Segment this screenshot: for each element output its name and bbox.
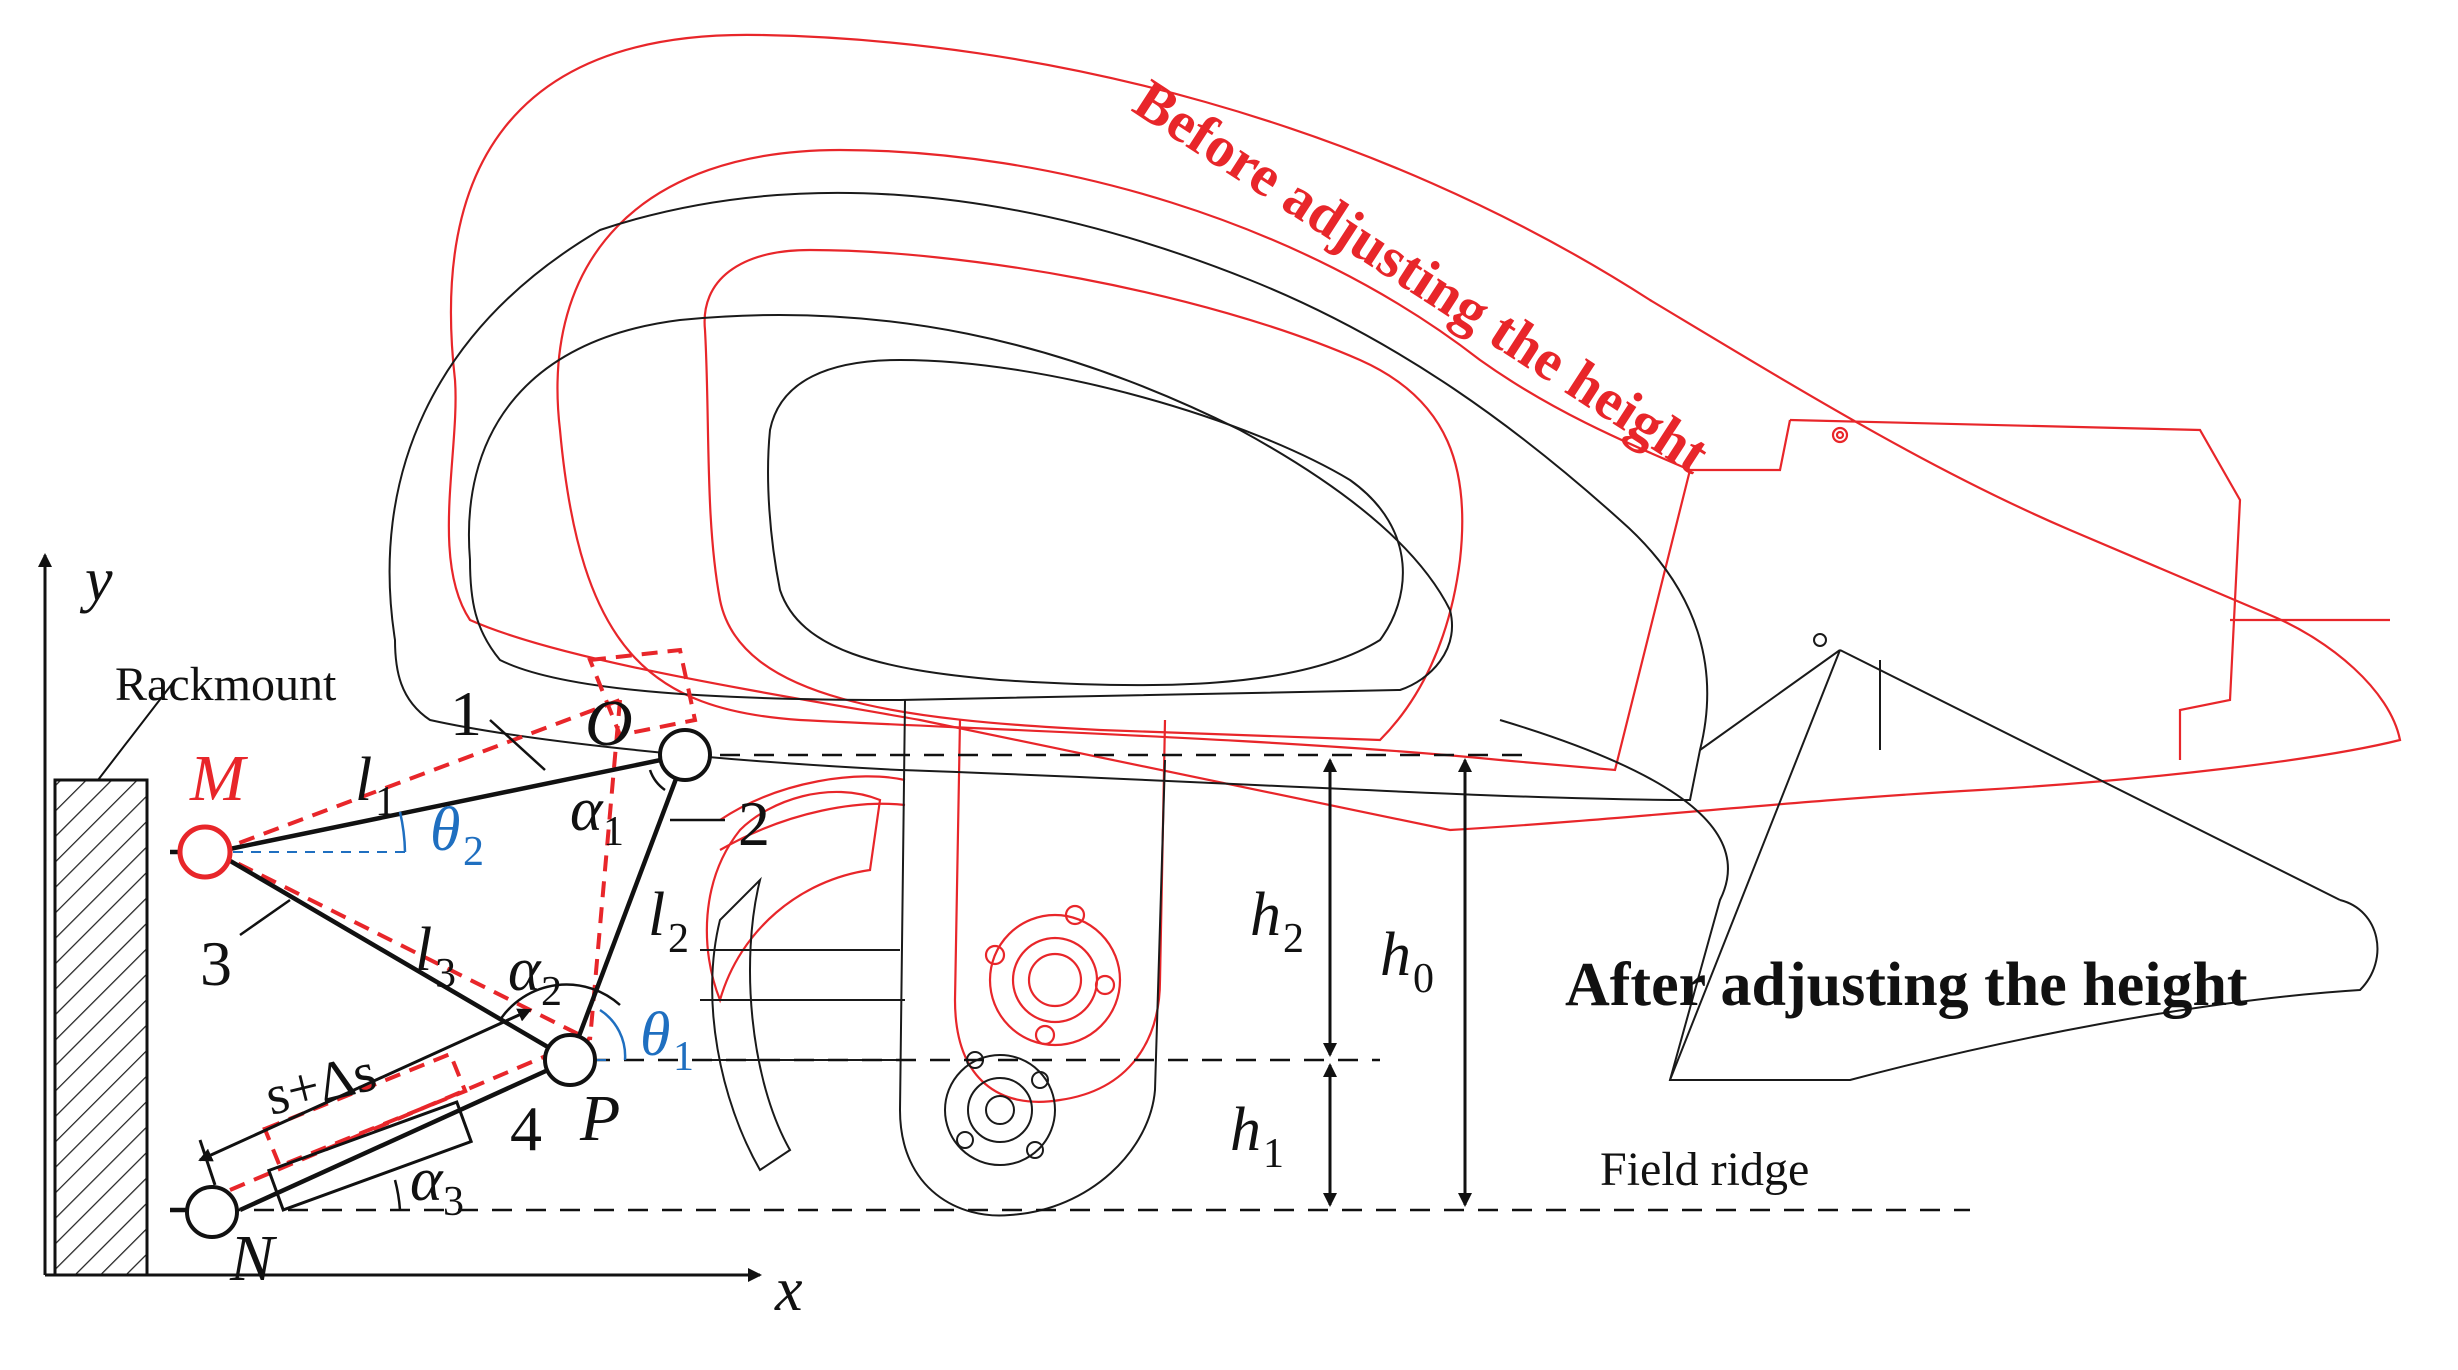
joint-O <box>658 728 712 782</box>
label-link-4: 4 <box>510 1093 542 1164</box>
leader-lines <box>239 719 725 937</box>
label-point-M: M <box>189 742 249 815</box>
label-h1: h 1 <box>1230 1096 1284 1177</box>
svg-text:3: 3 <box>443 1179 464 1225</box>
label-link-1: 1 <box>450 678 482 749</box>
label-axis-y: y <box>79 546 113 614</box>
svg-text:h: h <box>1380 921 1411 989</box>
svg-text:l: l <box>648 881 665 949</box>
label-h2: h 2 <box>1250 881 1304 962</box>
label-alpha1: α 1 <box>570 776 624 855</box>
label-rackmount: Rackmount <box>115 658 337 711</box>
svg-text:θ: θ <box>640 1001 670 1069</box>
label-before-adjusting: Before adjusting the height <box>1123 66 1722 486</box>
label-link-2: 2 <box>738 788 770 859</box>
cutter-outline-before <box>447 33 2402 1103</box>
label-axis-x: x <box>774 1256 803 1324</box>
label-point-N: N <box>229 1222 278 1295</box>
label-link-3: 3 <box>200 928 232 999</box>
svg-text:l: l <box>415 916 432 984</box>
height-dimensions <box>198 758 1472 1207</box>
label-field-ridge: Field ridge <box>1600 1143 1809 1196</box>
label-theta1: θ 1 <box>640 1001 694 1080</box>
label-alpha2: α 2 <box>508 936 562 1015</box>
label-theta2: θ 2 <box>430 796 484 875</box>
label-l2: l 2 <box>648 881 689 962</box>
svg-text:l: l <box>355 746 372 814</box>
svg-text:1: 1 <box>375 779 396 825</box>
joint-N <box>185 1185 239 1239</box>
svg-text:2: 2 <box>541 969 562 1015</box>
angle-arcs <box>393 769 666 1211</box>
label-h0: h 0 <box>1380 921 1434 1002</box>
label-l3: l 3 <box>415 916 456 997</box>
svg-text:2: 2 <box>1283 916 1304 962</box>
svg-text:1: 1 <box>673 1034 694 1080</box>
svg-text:3: 3 <box>435 951 456 997</box>
svg-text:h: h <box>1250 881 1281 949</box>
label-alpha3: α 3 <box>410 1146 464 1225</box>
svg-text:0: 0 <box>1413 956 1434 1002</box>
svg-text:α: α <box>410 1146 444 1214</box>
svg-text:2: 2 <box>463 829 484 875</box>
svg-text:1: 1 <box>603 809 624 855</box>
rackmount-block <box>53 778 149 1277</box>
label-point-P: P <box>579 1082 620 1155</box>
svg-text:α: α <box>508 936 542 1004</box>
label-l1: l 1 <box>355 746 396 825</box>
svg-text:1: 1 <box>1263 1131 1284 1177</box>
label-stroke: s+Δs <box>259 1041 382 1128</box>
svg-text:θ: θ <box>430 796 460 864</box>
label-point-O: O <box>585 687 633 760</box>
svg-text:α: α <box>570 776 604 844</box>
svg-text:2: 2 <box>668 916 689 962</box>
svg-text:h: h <box>1230 1096 1261 1164</box>
label-after-adjusting: After adjusting the height <box>1565 951 2248 1019</box>
joint-M <box>177 824 233 880</box>
joint-P <box>543 1033 597 1087</box>
